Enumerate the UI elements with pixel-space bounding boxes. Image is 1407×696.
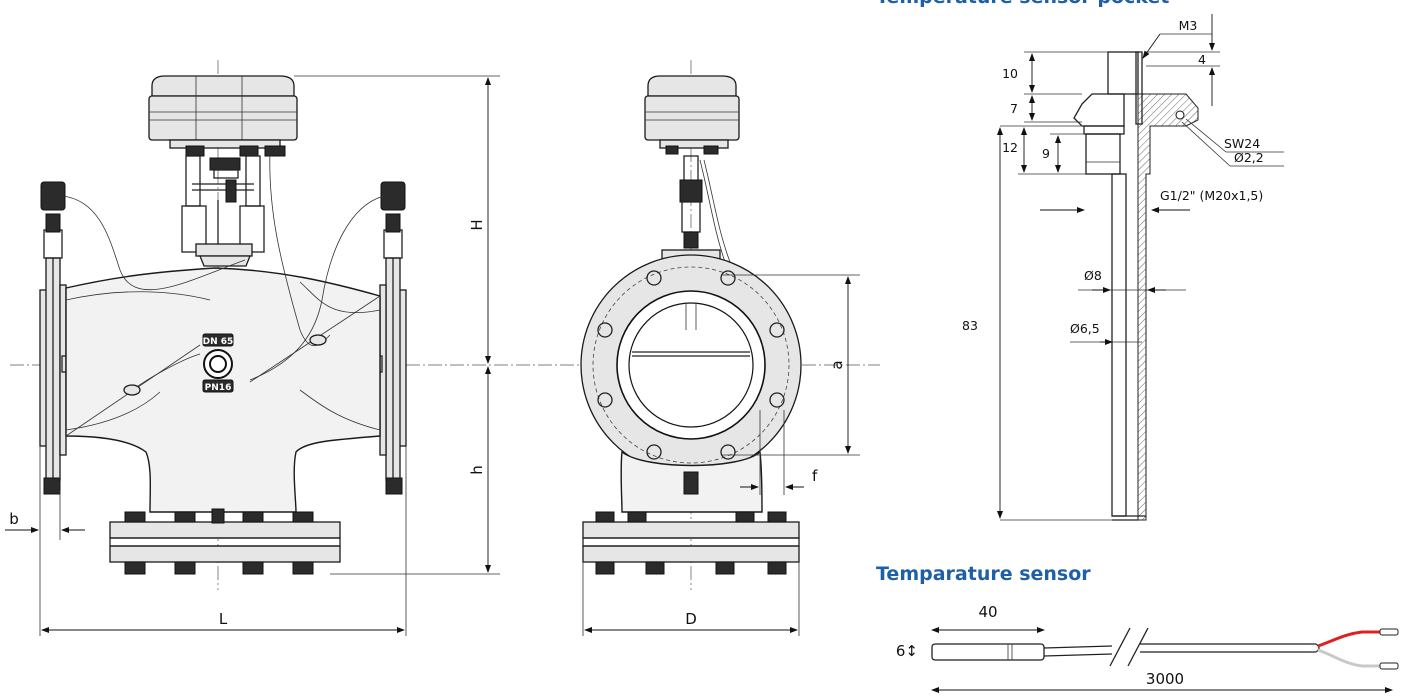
dim-H-label: H xyxy=(468,219,486,230)
dim-6-label: 6↕ xyxy=(896,642,918,660)
front-bottom-flange xyxy=(109,508,341,575)
sensor-title: Temparature sensor xyxy=(876,563,1091,585)
dim-a-label: a xyxy=(828,360,846,369)
dim-h-label: h xyxy=(468,465,486,475)
dim-7-label: 7 xyxy=(1010,101,1018,116)
front-actuator xyxy=(148,75,298,267)
dim-83-label: 83 xyxy=(962,318,978,333)
dim-9-label: 9 xyxy=(1042,146,1050,161)
sensor-wire-red xyxy=(1317,630,1380,648)
dim-4-label: 4 xyxy=(1198,52,1206,67)
pocket-body xyxy=(1073,51,1199,521)
front-left-flange: A xyxy=(39,181,79,495)
sensor-wire-grey xyxy=(1317,648,1380,668)
badge-pn-label: PN16 xyxy=(205,383,232,393)
dim-f-label: f xyxy=(812,467,818,485)
temperature-sensor-drawing: Temparature sensor 40 6↕ 3000 xyxy=(876,563,1399,693)
dim-L: L xyxy=(39,446,407,636)
dim-a: a xyxy=(722,274,860,456)
side-flange-disc xyxy=(580,254,802,476)
dim-f: f xyxy=(740,410,818,495)
dim-40-label: 40 xyxy=(978,603,997,621)
dim-L-label: L xyxy=(219,610,228,628)
front-view: A AB DN 65 xyxy=(5,60,560,636)
front-valve-body: DN 65 PN16 xyxy=(61,149,385,513)
dim-8-label: Ø8 xyxy=(1084,268,1102,283)
dim-sw24-label: SW24 xyxy=(1224,136,1260,151)
side-view: a f D xyxy=(560,60,880,636)
sensor-pocket-title: Temperature sensor pocket xyxy=(876,0,1169,8)
dim-10-label: 10 xyxy=(1002,66,1018,81)
dim-b: b xyxy=(5,446,85,540)
dim-thread-label: G1/2" (M20x1,5) xyxy=(1160,188,1263,203)
dim-D: D xyxy=(582,562,800,636)
sensor-probe xyxy=(931,643,1045,661)
dim-65-label: Ø6,5 xyxy=(1070,321,1100,336)
dim-22-label: Ø2,2 xyxy=(1234,150,1264,165)
dim-D-label: D xyxy=(685,610,697,628)
side-pedestal xyxy=(582,450,800,575)
dim-b-label: b xyxy=(9,510,19,528)
dim-3000-label: 3000 xyxy=(1146,670,1184,688)
badge-dn-label: DN 65 xyxy=(203,337,234,347)
dim-m3-label: M3 xyxy=(1179,18,1198,33)
side-actuator xyxy=(644,75,740,263)
dim-H-h: H h xyxy=(294,75,500,575)
dim-12-label: 12 xyxy=(1002,140,1018,155)
pocket-dimensions: 10 7 12 9 83 M3 4 SW24 Ø2,2 xyxy=(962,14,1284,521)
sensor-pocket-drawing: Temperature sensor pocket 10 xyxy=(876,0,1284,521)
